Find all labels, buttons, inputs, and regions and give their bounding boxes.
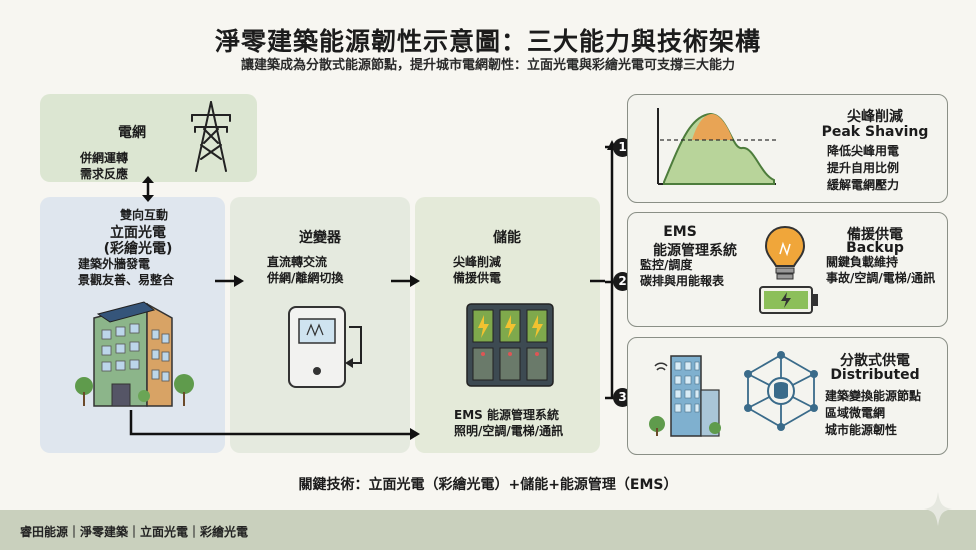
facade-line-2: 景觀友善、易整合 [78,273,175,287]
cap2-line-1: 關鍵負載維持 [826,255,899,269]
cap3-line-1: 建築變換能源節點 [825,389,922,403]
storage-ems-sub: 照明/空調/電梯/通訊 [454,424,564,438]
cap3-title-zh: 分散式供電 [840,353,910,369]
storage-title: 儲能 [493,230,521,246]
ems-center-line-1: 監控/調度 [640,258,693,272]
cap3-title-en: Distributed [830,367,920,383]
cap2-title-en: Backup [846,240,904,256]
grid-line-2: 需求反應 [80,167,129,181]
page-title: 淨零建築能源韌性示意圖：三大能力與技術架構 [214,27,761,56]
inverter-line-1: 直流轉交流 [267,255,328,269]
storage-ems-title: EMS 能源管理系統 [454,408,559,422]
inverter-line-2: 併網/離網切換 [267,271,344,285]
network-node-icon [744,351,818,431]
ems-center-line-2: 碳排與用能報表 [640,274,725,288]
grid-title: 電網 [118,125,146,141]
cap2-title-zh: 備援供電 [847,227,903,243]
facade-subtitle: (彩繪光電) [103,241,173,257]
grid-line-1: 併網運轉 [80,151,129,165]
facade-title: 立面光電 [110,225,166,241]
footer-text: 睿田能源｜淨零建築｜立面光電｜彩繪光電 [20,525,249,539]
building-solar-icon [75,301,194,407]
cap1-title-en: Peak Shaving [821,124,929,140]
battery-rack-icon [466,303,554,387]
grid-panel [40,94,257,182]
light-bulb-icon [764,225,806,280]
storage-line-1: 尖峰削減 [453,255,502,269]
ems-center-title: EMS [663,224,697,240]
city-building-icon [649,355,721,437]
key-technology: 關鍵技術：立面光電（彩繪光電）+儲能+能源管理（EMS） [298,477,678,493]
cap3-line-3: 城市能源韌性 [825,423,898,437]
peak-curve-icon [657,108,776,185]
inverter-icon [288,306,362,388]
cap1-line-2: 提升自用比例 [827,161,900,175]
ems-center-subtitle: 能源管理系統 [653,243,737,259]
cap2-line-2: 事故/空調/電梯/通訊 [826,271,936,285]
cap3-line-2: 區域微電網 [825,406,886,420]
power-tower-icon [191,101,231,172]
footer-bar [0,510,976,550]
bidirectional-arrow [142,176,154,202]
cap1-title-zh: 尖峰削減 [847,109,903,125]
inverter-title: 逆變器 [299,230,341,246]
bidirectional-label: 雙向互動 [120,208,169,222]
battery-icon [759,286,818,314]
page-subtitle: 讓建築成為分散式能源節點，提升城市電網韌性：立面光電與彩繪光電可支撐三大能力 [240,58,735,73]
facade-line-1: 建築外牆發電 [78,257,151,271]
storage-line-2: 備援供電 [453,271,502,285]
flow-connectors [129,140,620,440]
cap1-line-3: 緩解電網壓力 [827,178,900,192]
sparkle-icon [924,492,952,526]
cap1-line-1: 降低尖峰用電 [827,144,900,158]
